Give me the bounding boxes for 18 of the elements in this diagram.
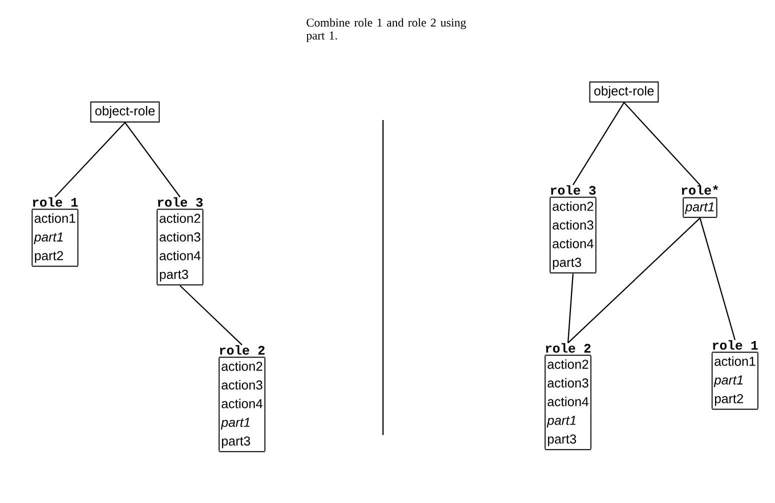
role-box: role 3 action2 action3 action4 part3 [550,185,596,274]
connector-line [54,122,126,198]
role-box: role 2 action2 action3 action4 part1 part3 [218,345,266,452]
connector-line [124,122,180,198]
role-box: role 3 action2 action3 action4 part3 [156,197,204,286]
connector-line [568,218,700,344]
role-box: role* part1 [682,185,718,218]
connector-line [567,274,574,344]
role-box: object-role [90,101,160,123]
role-box: role 1 action1 part1 part2 [32,197,78,267]
role-box: role 2 action2 action3 action4 part1 part3 [544,343,592,450]
connector-line [624,102,700,186]
title: Combine role 1 and role 2 using part 1. [306,18,466,42]
connector-line [180,285,242,346]
role-box: role 1 action1 part1 part2 [712,340,758,410]
connector-line [699,218,736,340]
connector-line [572,102,624,186]
role-box: object-role [589,81,659,103]
